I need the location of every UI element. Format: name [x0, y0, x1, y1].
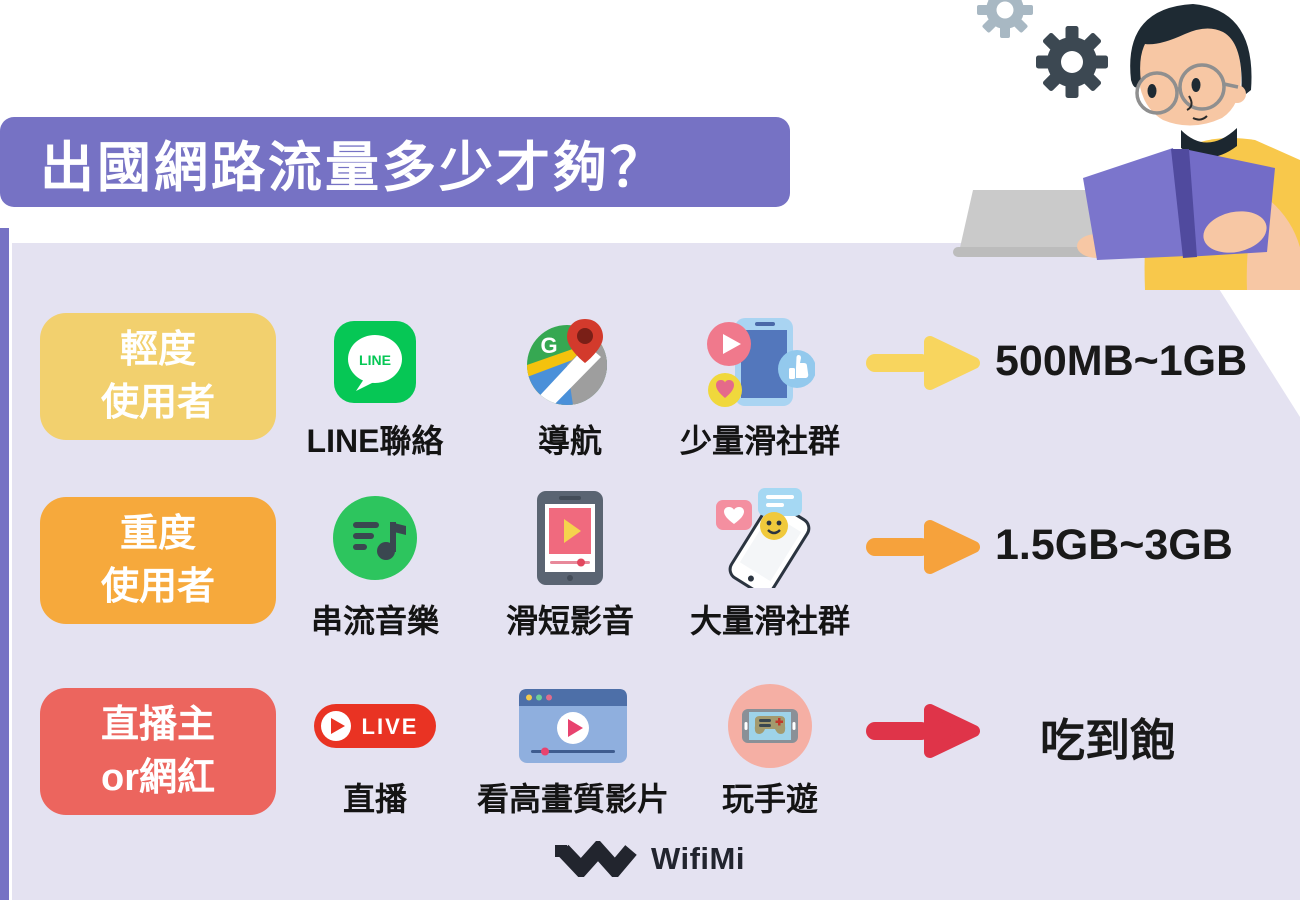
usage-item-line: LINE LINE聯絡: [290, 316, 460, 462]
social-phone-icon: [707, 318, 815, 407]
usage-item-live: LIVE 直播: [290, 686, 460, 820]
badge-line: 直播主: [100, 704, 215, 747]
badge-line: 重度: [119, 513, 196, 556]
usage-item-mobile-game: 玩手遊: [690, 684, 850, 820]
wifimi-logo-icon: [555, 841, 637, 877]
item-label: 看高畫質影片: [476, 781, 669, 817]
item-label: 少量滑社群: [679, 423, 840, 459]
data-amount: 吃到飽: [1040, 715, 1176, 766]
usage-item-music: 串流音樂: [290, 488, 460, 642]
heart-icon: [724, 507, 744, 524]
user-type-badge-light: 輕度 使用者: [40, 313, 276, 440]
left-accent-bar: [0, 228, 9, 900]
arrow-right-icon: [866, 520, 980, 574]
arrow-right-icon: [866, 336, 980, 390]
short-video-phone-icon: [537, 491, 603, 585]
nose: [1186, 95, 1193, 111]
item-label: 串流音樂: [310, 603, 439, 639]
badge-line: 使用者: [100, 565, 215, 608]
video-player-window-icon: [519, 689, 627, 763]
badge-line: 使用者: [100, 381, 215, 424]
usage-item-hd-video: 看高畫質影片: [458, 686, 688, 820]
collar: [1181, 128, 1237, 158]
brand-logo-text: WifiMi: [651, 841, 745, 876]
title-banner: 出國網路流量多少才夠？: [0, 117, 790, 207]
page-title: 出國網路流量多少才夠？: [40, 137, 667, 198]
heart-icon: [716, 380, 734, 398]
usage-item-short-video: 滑短影音: [485, 488, 655, 642]
music-streaming-icon: [333, 496, 417, 580]
item-label: 玩手遊: [721, 781, 818, 817]
line-app-icon: LINE: [334, 321, 416, 403]
svg-text:G: G: [540, 333, 557, 358]
user-type-badge-streamer: 直播主 or網紅: [40, 688, 276, 815]
mouth: [1192, 115, 1208, 121]
gear-icon: [977, 0, 1033, 38]
gear-icon: [1036, 26, 1108, 98]
live-badge-icon: LIVE: [314, 704, 436, 748]
person-reading-illustration: [953, 0, 1300, 290]
badge-line: 輕度: [119, 329, 196, 372]
gamepad-icon: [754, 716, 786, 734]
tilted-social-phone-icon: [716, 488, 811, 588]
svg-text:LINE: LINE: [359, 352, 391, 368]
mobile-game-icon: [728, 684, 812, 768]
usage-item-social-light: 少量滑社群: [660, 316, 860, 462]
thumb-up-icon: [789, 355, 809, 379]
usage-item-social-heavy: 大量滑社群: [665, 488, 875, 642]
item-label: 大量滑社群: [689, 603, 850, 639]
badge-line: or網紅: [100, 756, 215, 799]
item-label: 滑短影音: [505, 603, 634, 639]
usage-item-maps: G 導航: [500, 316, 640, 462]
eye: [1191, 78, 1201, 92]
google-maps-icon: G: [527, 319, 607, 405]
glasses-icon: [1135, 63, 1239, 115]
svg-text:LIVE: LIVE: [362, 714, 419, 739]
data-amount: 500MB~1GB: [995, 337, 1248, 385]
smiley-icon: [760, 512, 788, 540]
item-label: 導航: [537, 423, 602, 459]
ear: [1228, 85, 1246, 103]
data-amount: 1.5GB~3GB: [995, 521, 1233, 569]
hair: [1130, 4, 1252, 98]
item-label: 直播: [342, 781, 407, 817]
brand-logo: WifiMi: [0, 841, 1300, 877]
item-label: LINE聯絡: [306, 423, 444, 459]
user-type-badge-heavy: 重度 使用者: [40, 497, 276, 624]
hand: [1203, 211, 1267, 253]
arrow-right-icon: [866, 704, 980, 758]
eye: [1147, 84, 1157, 98]
